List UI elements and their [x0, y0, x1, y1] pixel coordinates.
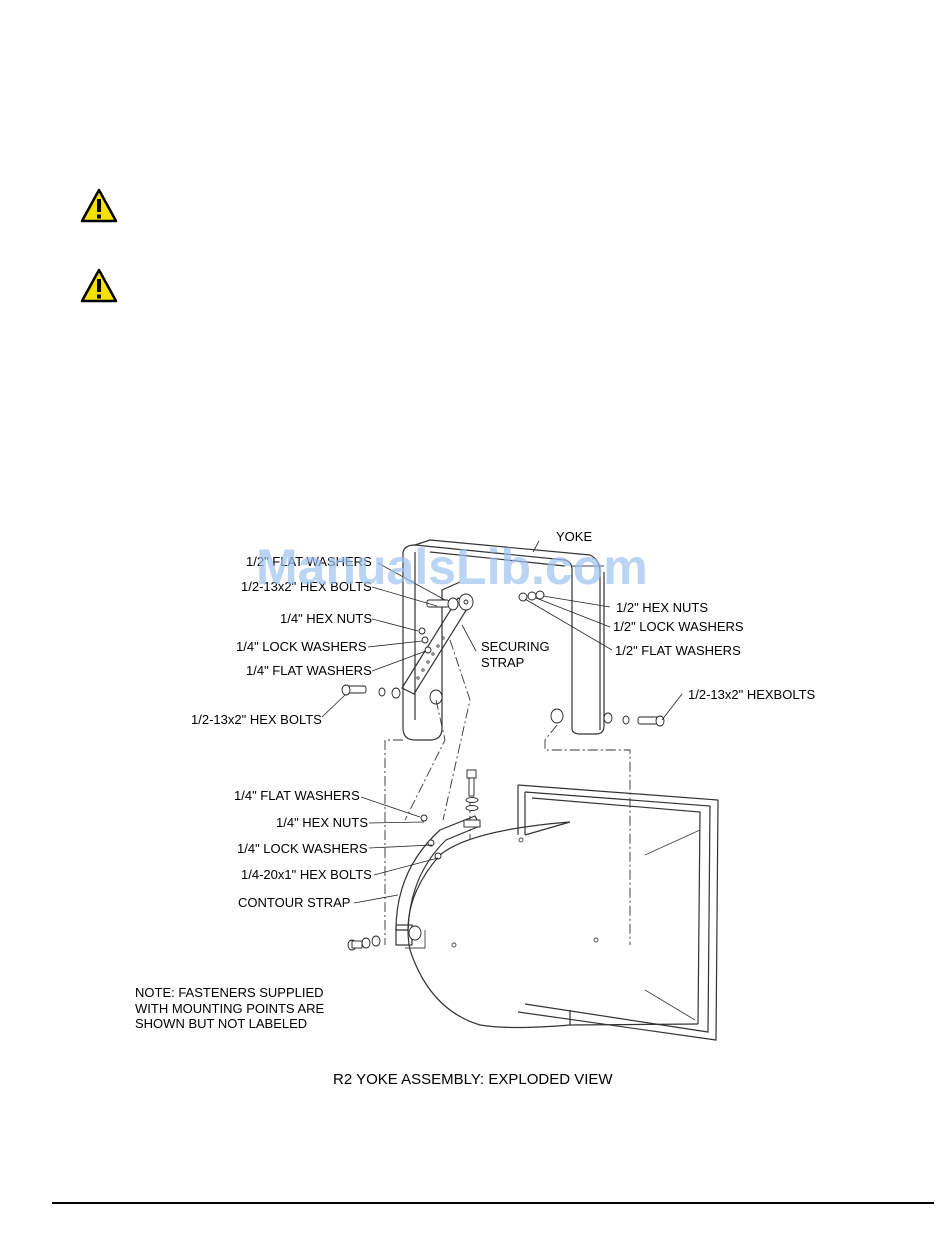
note-line-3: SHOWN BUT NOT LABELED — [135, 1016, 307, 1031]
yoke-drawing — [402, 539, 605, 741]
top-hardware — [341, 590, 665, 727]
label-hex-bolts-half-top: 1/2-13x2" HEX BOLTS — [241, 579, 372, 594]
label-securing-strap-2: STRAP — [481, 655, 524, 670]
footer-rule — [52, 1202, 934, 1204]
warning-triangle-icon — [80, 268, 118, 303]
note-line-1: NOTE: FASTENERS SUPPLIED — [135, 985, 324, 1000]
securing-strap-drawing — [401, 597, 471, 695]
label-lock-washers-quarter-top: 1/4" LOCK WASHERS — [236, 639, 367, 654]
label-contour-strap: CONTOUR STRAP — [238, 895, 350, 910]
label-flat-washers-quarter-low: 1/4" FLAT WASHERS — [234, 788, 360, 803]
label-securing-strap-1: SECURING — [481, 639, 550, 654]
center-lines — [384, 639, 631, 945]
label-hex-nuts-quarter-low: 1/4" HEX NUTS — [276, 815, 368, 830]
label-yoke: YOKE — [556, 529, 592, 544]
label-hex-bolts-quarter-low: 1/4-20x1" HEX BOLTS — [241, 867, 372, 882]
diagram-caption: R2 YOKE ASSEMBLY: EXPLODED VIEW — [333, 1071, 613, 1088]
label-lock-washers-quarter-low: 1/4" LOCK WASHERS — [237, 841, 368, 856]
label-hex-bolts-half-left: 1/2-13x2" HEX BOLTS — [191, 712, 322, 727]
label-hexbolts-half-right: 1/2-13x2" HEXBOLTS — [688, 687, 816, 702]
leader-lines — [321, 540, 683, 904]
housing-drawing — [407, 784, 719, 1041]
note-line-2: WITH MOUNTING POINTS ARE — [135, 1001, 325, 1016]
label-flat-washers-half-top: 1/2" FLAT WASHERS — [246, 554, 372, 569]
label-hex-nuts-half-right: 1/2" HEX NUTS — [616, 600, 708, 615]
label-flat-washers-quarter-top: 1/4" FLAT WASHERS — [246, 663, 372, 678]
contour-strap-drawing — [347, 769, 481, 951]
watermark: ManualsLib.com — [256, 539, 648, 595]
label-hex-nuts-quarter-top: 1/4" HEX NUTS — [280, 611, 372, 626]
diagram-labels: YOKE 1/2" FLAT WASHERS 1/2-13x2" HEX BOL… — [135, 529, 816, 1088]
label-flat-washers-half-right: 1/2" FLAT WASHERS — [615, 643, 741, 658]
label-lock-washers-half-right: 1/2" LOCK WASHERS — [613, 619, 744, 634]
warning-triangle-icon — [80, 188, 118, 223]
